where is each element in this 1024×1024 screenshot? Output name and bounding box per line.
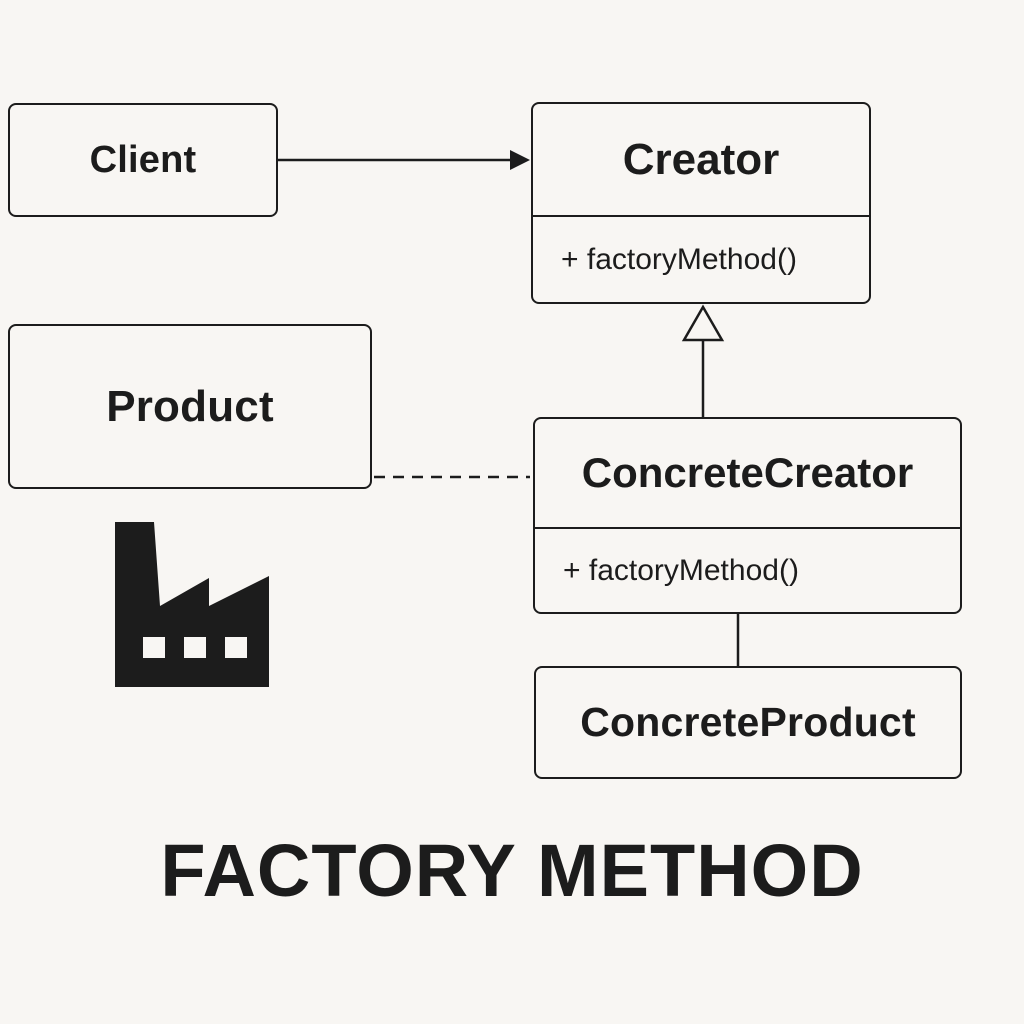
inheritance-arrow [681, 304, 725, 417]
concrete-creator-class-box: ConcreteCreator + factoryMethod() [533, 417, 962, 614]
client-class-name: Client [89, 138, 197, 181]
client-to-creator-arrow [278, 150, 530, 170]
creator-class-box: Creator + factoryMethod() [531, 102, 871, 304]
concrete-creator-class-name: ConcreteCreator [535, 419, 960, 529]
product-class-box: Product [8, 324, 372, 489]
product-class-name: Product [106, 381, 274, 431]
concrete-creator-method: + factoryMethod() [563, 553, 799, 587]
client-class-box: Client [8, 103, 278, 217]
creator-class-name: Creator [533, 104, 869, 217]
factory-icon [115, 522, 269, 687]
page-title: FACTORY METHOD [160, 829, 864, 912]
creator-method: + factoryMethod() [561, 242, 797, 276]
concrete-product-class-box: ConcreteProduct [534, 666, 962, 779]
concrete-product-class-name: ConcreteProduct [580, 699, 916, 745]
